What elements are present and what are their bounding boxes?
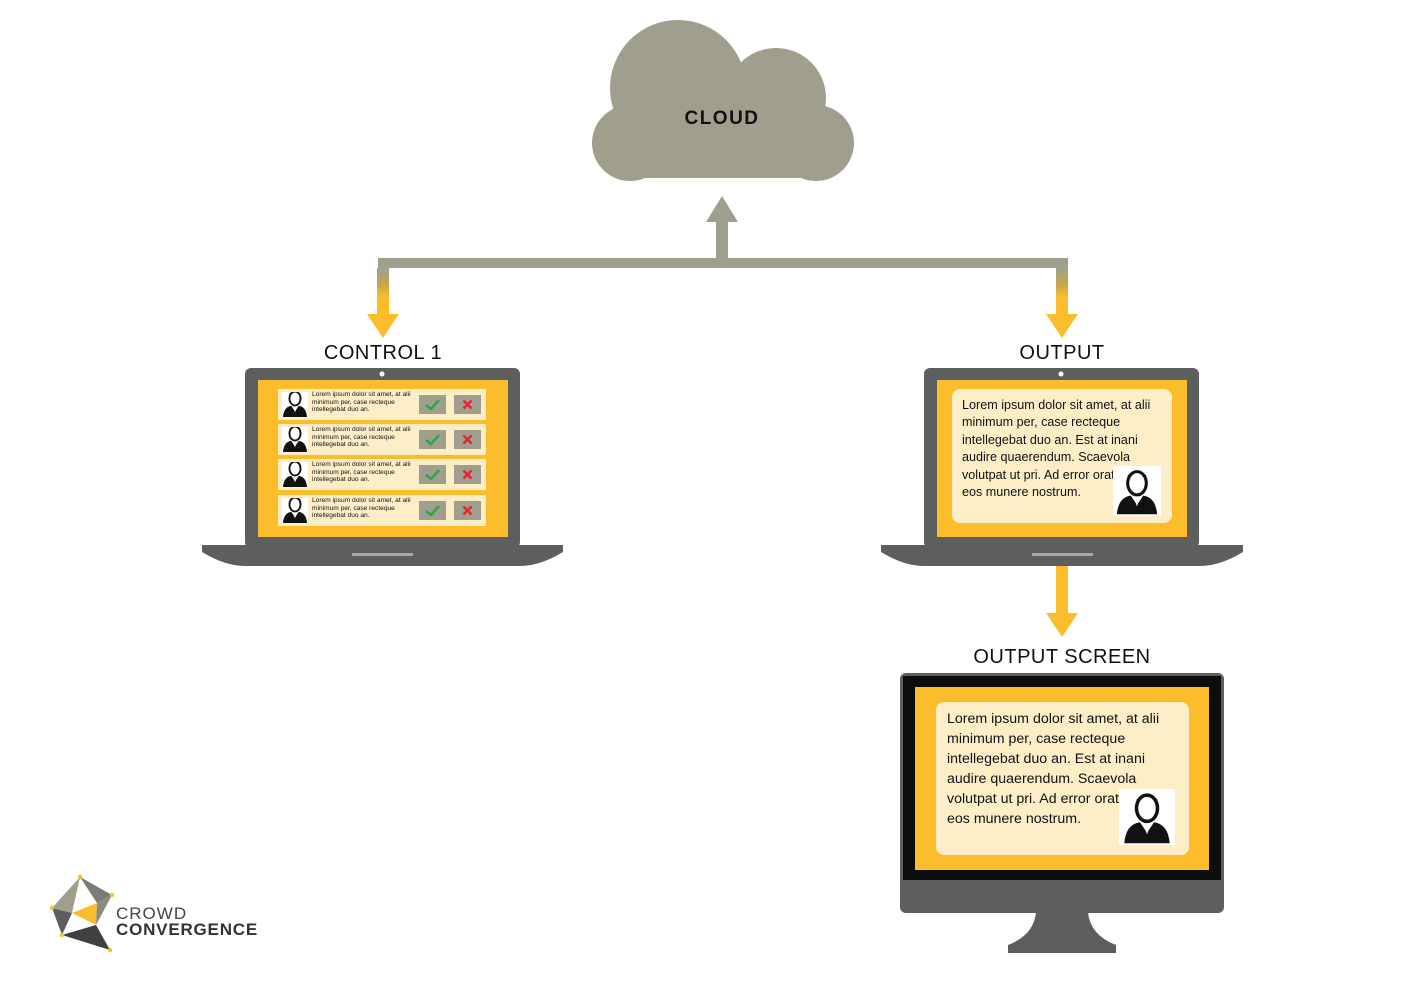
- connector-lines: [378, 196, 1068, 270]
- list-item: Lorem ipsum dolor sit amet, at alii mini…: [278, 459, 486, 490]
- person-icon: [282, 427, 308, 452]
- list-item: Lorem ipsum dolor sit amet, at alii mini…: [278, 495, 486, 526]
- list-item: Lorem ipsum dolor sit amet, at alii mini…: [278, 389, 486, 420]
- output-screen-label: OUTPUT SCREEN: [973, 646, 1151, 668]
- reject-button[interactable]: [454, 395, 481, 414]
- arrow-to-control: [367, 268, 399, 338]
- close-icon: [462, 434, 473, 445]
- approve-button[interactable]: [419, 430, 446, 449]
- logo-text-crowd: CROWD: [116, 904, 188, 923]
- approve-button[interactable]: [419, 395, 446, 414]
- approve-button[interactable]: [419, 465, 446, 484]
- person-icon: [1113, 466, 1161, 516]
- output-screen-message: Lorem ipsum dolor sit amet, at alii mini…: [947, 711, 1171, 827]
- close-icon: [462, 399, 473, 410]
- reject-button[interactable]: [454, 430, 481, 449]
- close-icon: [462, 469, 473, 480]
- person-icon: [282, 462, 308, 487]
- reject-button[interactable]: [454, 465, 481, 484]
- output-label: OUTPUT: [1019, 342, 1105, 364]
- logo-text-convergence: CONVERGENCE: [116, 920, 258, 939]
- crowd-convergence-logo-mark: [49, 874, 115, 953]
- output-message: Lorem ipsum dolor sit amet, at alii mini…: [962, 398, 1161, 500]
- row-text: Lorem ipsum dolor sit amet, at alii mini…: [312, 497, 411, 520]
- arrow-to-output-screen: [1046, 566, 1078, 637]
- reject-button[interactable]: [454, 501, 481, 520]
- output-screen-card: Lorem ipsum dolor sit amet, at alii mini…: [936, 702, 1189, 855]
- row-text: Lorem ipsum dolor sit amet, at alii mini…: [312, 461, 411, 484]
- check-icon: [425, 469, 440, 481]
- person-icon: [1119, 789, 1175, 845]
- approve-button[interactable]: [419, 501, 446, 520]
- close-icon: [462, 505, 473, 516]
- row-text: Lorem ipsum dolor sit amet, at alii mini…: [312, 426, 411, 449]
- arrow-to-output: [1046, 268, 1078, 338]
- control-label: CONTROL 1: [323, 342, 443, 364]
- check-icon: [425, 505, 440, 517]
- check-icon: [425, 399, 440, 411]
- check-icon: [425, 434, 440, 446]
- person-icon: [282, 498, 308, 523]
- cloud-shape: [592, 20, 854, 181]
- list-item: Lorem ipsum dolor sit amet, at alii mini…: [278, 424, 486, 455]
- cloud-label: CLOUD: [684, 108, 760, 129]
- person-icon: [282, 392, 308, 417]
- output-card: Lorem ipsum dolor sit amet, at alii mini…: [952, 389, 1172, 523]
- row-text: Lorem ipsum dolor sit amet, at alii mini…: [312, 391, 411, 414]
